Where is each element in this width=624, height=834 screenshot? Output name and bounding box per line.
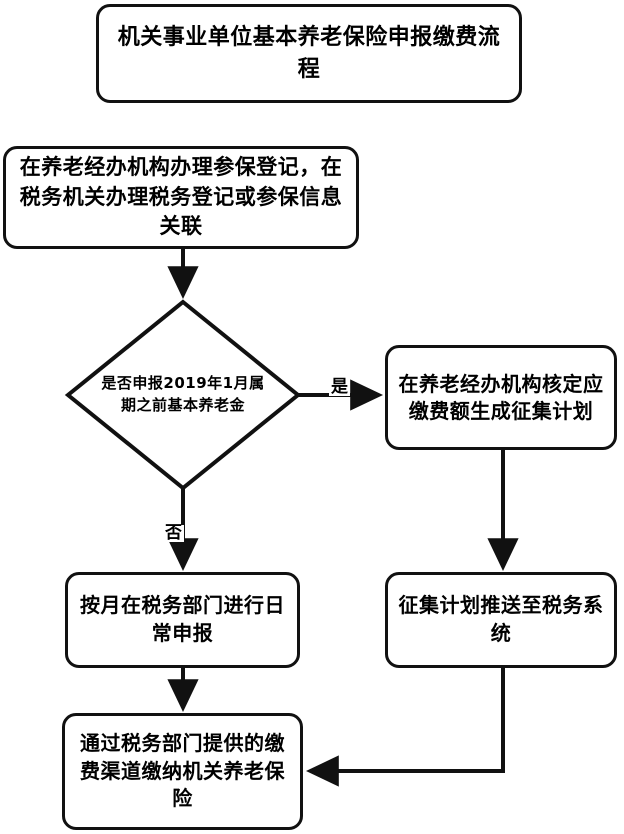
node-monthly: 按月在税务部门进行日常申报	[65, 572, 300, 668]
node-push-text: 征集计划推送至税务系统	[398, 593, 604, 645]
node-push: 征集计划推送至税务系统	[385, 572, 617, 668]
node-register-text: 在养老经办机构办理参保登记，在税务机关办理税务登记或参保信息关联	[19, 155, 343, 239]
node-title-text: 机关事业单位基本养老保险申报缴费流程	[117, 24, 501, 82]
node-pay-text: 通过税务部门提供的缴费渠道缴纳机关养老保险	[80, 731, 285, 811]
node-decision: 是否申报2019年1月属期之前基本养老金	[66, 300, 300, 490]
edge-label-yes: 是	[329, 377, 350, 397]
edge-label-no: 否	[163, 523, 184, 543]
node-verify: 在养老经办机构核定应缴费额生成征集计划	[385, 345, 617, 450]
node-title: 机关事业单位基本养老保险申报缴费流程	[96, 4, 522, 103]
node-monthly-text: 按月在税务部门进行日常申报	[80, 593, 285, 645]
node-verify-text: 在养老经办机构核定应缴费额生成征集计划	[398, 371, 604, 423]
edge-push-to-pay	[305, 668, 505, 787]
node-decision-text: 是否申报2019年1月属期之前基本养老金	[101, 374, 265, 414]
node-pay: 通过税务部门提供的缴费渠道缴纳机关养老保险	[62, 713, 303, 830]
node-register: 在养老经办机构办理参保登记，在税务机关办理税务登记或参保信息关联	[3, 146, 359, 249]
